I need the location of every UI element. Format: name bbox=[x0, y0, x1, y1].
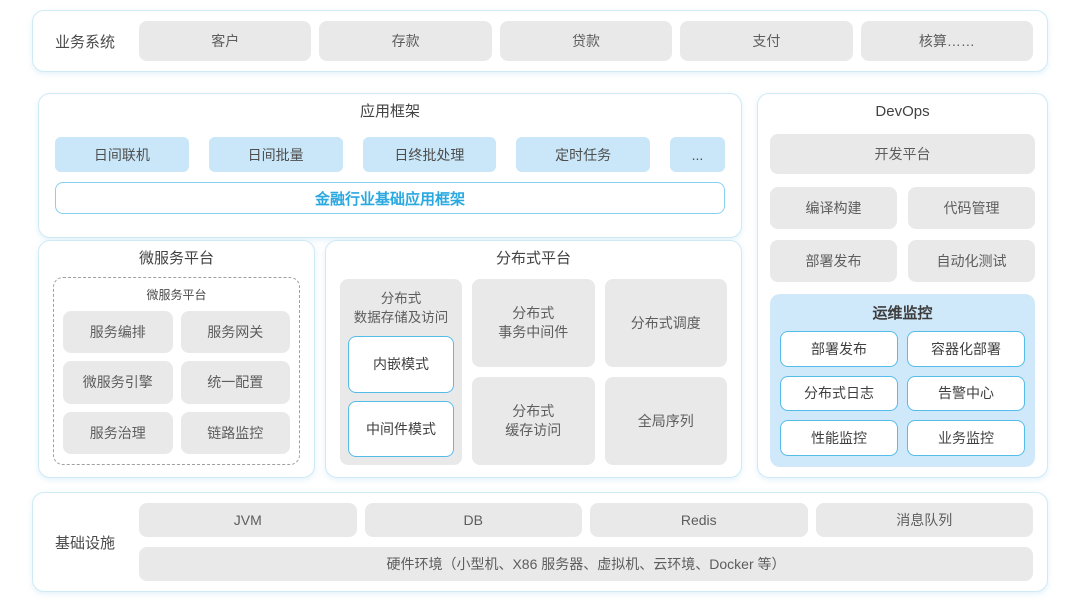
dist-item-global-sequence: 全局序列 bbox=[604, 377, 727, 465]
ops-monitor-grid: 部署发布 容器化部署 分布式日志 告警中心 性能监控 业务监控 bbox=[780, 331, 1025, 456]
distributed-col-middle: 分布式 事务中间件 分布式 缓存访问 bbox=[472, 279, 595, 465]
distributed-col-right: 分布式调度 全局序列 bbox=[604, 279, 727, 465]
business-item-customer: 客户 bbox=[139, 21, 312, 61]
devops-item-build: 编译构建 bbox=[770, 187, 897, 229]
distributed-platform-title: 分布式平台 bbox=[495, 250, 571, 267]
devops-item-deploy: 部署发布 bbox=[770, 240, 897, 282]
app-framework-row: 日间联机 日间批量 日终批处理 定时任务 ... bbox=[55, 137, 725, 172]
business-systems-label: 业务系统 bbox=[54, 33, 115, 51]
distributed-storage-label: 分布式 数据存储及访问 bbox=[353, 291, 449, 325]
appfw-item-scheduled-task: 定时任务 bbox=[516, 137, 650, 172]
infrastructure-panel: 基础设施 JVM DB Redis 消息队列 硬件环境（小型机、X86 服务器、… bbox=[32, 492, 1048, 592]
devops-item-auto-test: 自动化测试 bbox=[908, 240, 1035, 282]
dist-item-scheduling: 分布式调度 bbox=[604, 279, 727, 367]
storage-mode-middleware: 中间件模式 bbox=[348, 400, 454, 457]
infrastructure-content: JVM DB Redis 消息队列 硬件环境（小型机、X86 服务器、虚拟机、云… bbox=[139, 503, 1033, 581]
distributed-storage-box: 分布式 数据存储及访问 内嵌模式 中间件模式 bbox=[340, 279, 462, 465]
dist-item-cache-access: 分布式 缓存访问 bbox=[472, 377, 595, 465]
ops-monitor-panel: 运维监控 部署发布 容器化部署 分布式日志 告警中心 性能监控 业务监控 bbox=[770, 294, 1035, 467]
storage-mode-embedded: 内嵌模式 bbox=[348, 336, 454, 393]
infra-hardware-bar: 硬件环境（小型机、X86 服务器、虚拟机、云环境、Docker 等） bbox=[139, 547, 1033, 581]
business-item-deposit: 存款 bbox=[319, 21, 492, 61]
devops-dev-platform: 开发平台 bbox=[770, 134, 1035, 174]
micro-item-governance: 服务治理 bbox=[63, 411, 173, 454]
distributed-platform-panel: 分布式平台 分布式 数据存储及访问 内嵌模式 中间件模式 分布式 事务中间件 分… bbox=[325, 240, 742, 478]
ops-item-perf-monitor: 性能监控 bbox=[780, 420, 898, 456]
microservice-platform-panel: 微服务平台 微服务平台 服务编排 服务网关 微服务引擎 统一配置 服务治理 链路… bbox=[38, 240, 315, 478]
financial-base-framework-bar: 金融行业基础应用框架 bbox=[55, 182, 725, 214]
devops-item-code-mgmt: 代码管理 bbox=[908, 187, 1035, 229]
micro-item-gateway: 服务网关 bbox=[180, 311, 290, 354]
appfw-item-daytime-batch: 日间批量 bbox=[208, 137, 343, 172]
dist-item-transaction-middleware: 分布式 事务中间件 bbox=[472, 279, 595, 367]
devops-panel: DevOps 开发平台 编译构建 代码管理 部署发布 自动化测试 运维监控 部署… bbox=[757, 93, 1048, 478]
business-systems-panel: 业务系统 客户 存款 贷款 支付 核算…… bbox=[32, 10, 1048, 72]
microservice-grid: 服务编排 服务网关 微服务引擎 统一配置 服务治理 链路监控 bbox=[63, 311, 290, 454]
business-item-accounting: 核算…… bbox=[860, 21, 1034, 61]
micro-item-config: 统一配置 bbox=[180, 361, 290, 404]
app-framework-title: 应用框架 bbox=[359, 103, 420, 120]
business-item-loan: 贷款 bbox=[499, 21, 673, 61]
appfw-item-eod-batch: 日终批处理 bbox=[362, 137, 497, 172]
microservice-platform-title: 微服务平台 bbox=[138, 250, 214, 267]
devops-grid: 编译构建 代码管理 部署发布 自动化测试 bbox=[770, 187, 1035, 282]
micro-item-orchestration: 服务编排 bbox=[63, 311, 173, 354]
ops-item-alert-center: 告警中心 bbox=[907, 375, 1025, 412]
micro-item-tracing: 链路监控 bbox=[180, 411, 290, 454]
ops-item-distributed-log: 分布式日志 bbox=[780, 375, 898, 412]
infra-item-jvm: JVM bbox=[139, 503, 357, 537]
app-framework-panel: 应用框架 日间联机 日间批量 日终批处理 定时任务 ... 金融行业基础应用框架 bbox=[38, 93, 742, 238]
ops-item-deploy-release: 部署发布 bbox=[780, 331, 898, 367]
ops-item-business-monitor: 业务监控 bbox=[907, 420, 1025, 456]
distributed-body: 分布式 数据存储及访问 内嵌模式 中间件模式 分布式 事务中间件 分布式 缓存访… bbox=[340, 279, 727, 465]
infrastructure-label: 基础设施 bbox=[54, 534, 115, 552]
appfw-item-more: ... bbox=[670, 137, 725, 172]
business-item-payment: 支付 bbox=[680, 21, 853, 61]
appfw-item-daytime-online: 日间联机 bbox=[55, 137, 189, 172]
microservice-inner-title: 微服务平台 bbox=[146, 288, 207, 302]
ops-item-container-deploy: 容器化部署 bbox=[907, 331, 1025, 367]
infra-item-mq: 消息队列 bbox=[815, 503, 1033, 537]
devops-title: DevOps bbox=[875, 103, 930, 120]
infra-item-redis: Redis bbox=[590, 503, 808, 537]
infrastructure-row: JVM DB Redis 消息队列 bbox=[139, 503, 1033, 537]
microservice-dashed-box: 微服务平台 服务编排 服务网关 微服务引擎 统一配置 服务治理 链路监控 bbox=[53, 277, 300, 465]
infra-item-db: DB bbox=[364, 503, 582, 537]
ops-monitor-title: 运维监控 bbox=[872, 305, 933, 322]
micro-item-engine: 微服务引擎 bbox=[63, 361, 173, 404]
